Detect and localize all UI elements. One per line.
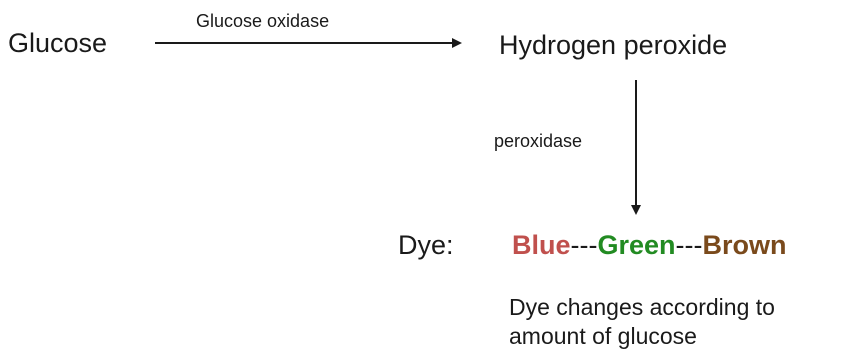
node-glucose: Glucose bbox=[8, 28, 108, 58]
dye-color-blue: Blue bbox=[512, 230, 571, 260]
edge-label-glucose-oxidase: Glucose oxidase bbox=[196, 11, 330, 31]
edge-label-peroxidase: peroxidase bbox=[494, 131, 583, 151]
dye-change-note-line-2: amount of glucose bbox=[509, 323, 697, 350]
dye-separator: --- bbox=[675, 230, 703, 260]
dye-label: Dye: bbox=[398, 230, 454, 260]
dye-separator: --- bbox=[570, 230, 598, 260]
node-hydrogen-peroxide: Hydrogen peroxide bbox=[499, 30, 728, 60]
dye-change-note: Dye changes according to amount of gluco… bbox=[509, 293, 775, 352]
dye-color-brown: Brown bbox=[702, 230, 787, 260]
dye-color-sequence: Blue---Green---Brown bbox=[512, 232, 787, 259]
dye-change-note-line-1: Dye changes according to bbox=[509, 294, 775, 320]
dye-color-green: Green bbox=[597, 230, 676, 260]
